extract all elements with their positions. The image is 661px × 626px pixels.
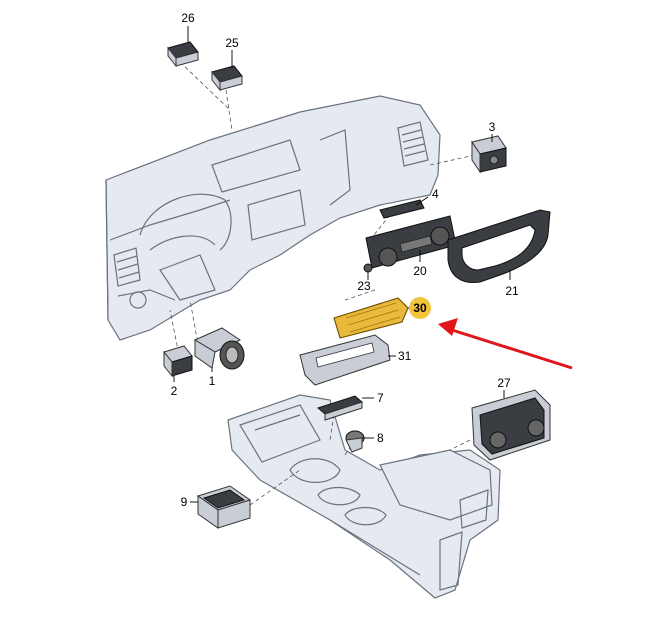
part-26-switch xyxy=(167,41,199,68)
callout-3: 3 xyxy=(489,120,496,134)
callout-4: 4 xyxy=(432,187,439,201)
arrow-shaft xyxy=(451,328,573,370)
callout-9: 9 xyxy=(181,495,188,509)
callout-30: 30 xyxy=(413,301,427,315)
part-1-ignition-switch xyxy=(193,327,245,370)
part-9-box xyxy=(196,485,252,529)
part-31-bezel xyxy=(299,334,391,386)
callout-31: 31 xyxy=(398,349,412,363)
part-20-control-panel xyxy=(365,215,457,269)
callout-25: 25 xyxy=(225,36,239,50)
part-7-switch-strip xyxy=(316,395,364,421)
red-pointer-arrow xyxy=(438,318,573,370)
callout-20: 20 xyxy=(413,264,427,278)
part-21-trim-frame xyxy=(447,209,551,284)
callouts: 26 25 3 4 20 21 23 30 31 1 2 7 8 27 9 xyxy=(171,11,519,509)
callout-21: 21 xyxy=(505,284,519,298)
dashboard-outline xyxy=(105,95,441,341)
arrow-head xyxy=(438,318,458,336)
part-30-highlighted xyxy=(333,297,409,339)
part-4-switch-strip xyxy=(379,199,425,219)
callout-27: 27 xyxy=(497,376,511,390)
callout-2: 2 xyxy=(171,384,178,398)
centre-console-outline xyxy=(227,394,501,599)
part-25-switch xyxy=(211,65,243,92)
callout-30-badge xyxy=(409,297,431,319)
part-3-switch xyxy=(471,135,507,174)
callout-8: 8 xyxy=(377,431,384,445)
part-8-socket xyxy=(345,430,365,453)
part-2-switch xyxy=(163,345,193,378)
callout-7: 7 xyxy=(377,391,384,405)
callout-26: 26 xyxy=(181,11,195,25)
callout-23: 23 xyxy=(357,279,371,293)
part-23-screw xyxy=(363,263,373,280)
part-27-rear-control-panel xyxy=(471,389,551,461)
callout-1: 1 xyxy=(209,374,216,388)
leader-lines xyxy=(173,26,511,503)
